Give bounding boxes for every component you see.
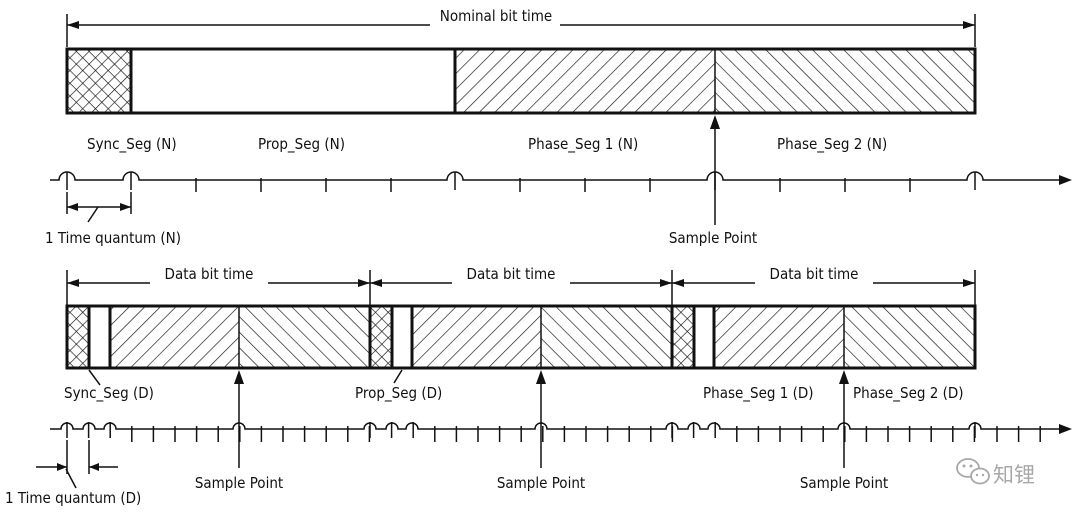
data-sync-seg-label: Sync_Seg (D) (64, 384, 154, 403)
nominal-bit-time-span: Nominal bit time (66, 7, 976, 47)
data-bit-2 (368, 306, 672, 368)
data-sample-point-label-3: Sample Point (800, 474, 888, 492)
nominal-segment-bar (65, 47, 977, 115)
data-prop-seg-label: Prop_Seg (D) (355, 384, 442, 403)
nominal-sync-seg-block (67, 49, 131, 113)
data-time-quantum-marker (36, 440, 118, 489)
nominal-sample-point-label: Sample Point (669, 229, 757, 247)
nominal-sample-point-arrow (710, 115, 720, 225)
nominal-prop-seg-label: Prop_Seg (N) (258, 135, 345, 154)
data-tick-marks (66, 422, 1041, 442)
data-segment-bar (65, 304, 977, 370)
nominal-phase-seg2-label: Phase_Seg 2 (N) (777, 135, 887, 154)
data-sample-point-arrows (234, 370, 849, 468)
data-bit-3 (670, 306, 975, 368)
data-section: Data bit time Data bit time Data bit tim… (5, 265, 1072, 507)
data-bit-time-spans: Data bit time Data bit time Data bit tim… (66, 265, 976, 305)
nominal-phase-seg1-block (455, 49, 715, 113)
nominal-time-axis (50, 171, 1072, 192)
nominal-bit-time-label: Nominal bit time (440, 7, 553, 25)
data-sample-point-label-1: Sample Point (195, 474, 283, 492)
data-phase-seg2-label: Phase_Seg 2 (D) (853, 384, 964, 403)
wechat-icon (956, 458, 990, 485)
data-time-quantum-label: 1 Time quantum (D) (5, 489, 141, 507)
watermark: 知锂 (956, 458, 1035, 487)
data-bit-time-label-1: Data bit time (165, 265, 254, 283)
nominal-section: Nominal bit time Sync_Seg (N) Prop_Seg (… (45, 7, 1072, 247)
data-bit-time-label-2: Data bit time (467, 265, 556, 283)
data-sample-point-label-2: Sample Point (497, 474, 585, 492)
watermark-text: 知锂 (993, 463, 1035, 487)
nominal-phase-seg2-block (715, 49, 975, 113)
nominal-tick-marks (195, 178, 911, 192)
data-phase-seg1-label: Phase_Seg 1 (D) (703, 384, 814, 403)
nominal-sync-seg-label: Sync_Seg (N) (87, 135, 177, 154)
data-bit-time-label-3: Data bit time (770, 265, 859, 283)
nominal-time-quantum-marker (66, 192, 132, 223)
data-bit-1 (67, 306, 370, 368)
nominal-time-quantum-label: 1 Time quantum (N) (45, 229, 181, 247)
nominal-phase-seg1-label: Phase_Seg 1 (N) (528, 135, 638, 154)
data-time-axis (50, 422, 1072, 442)
